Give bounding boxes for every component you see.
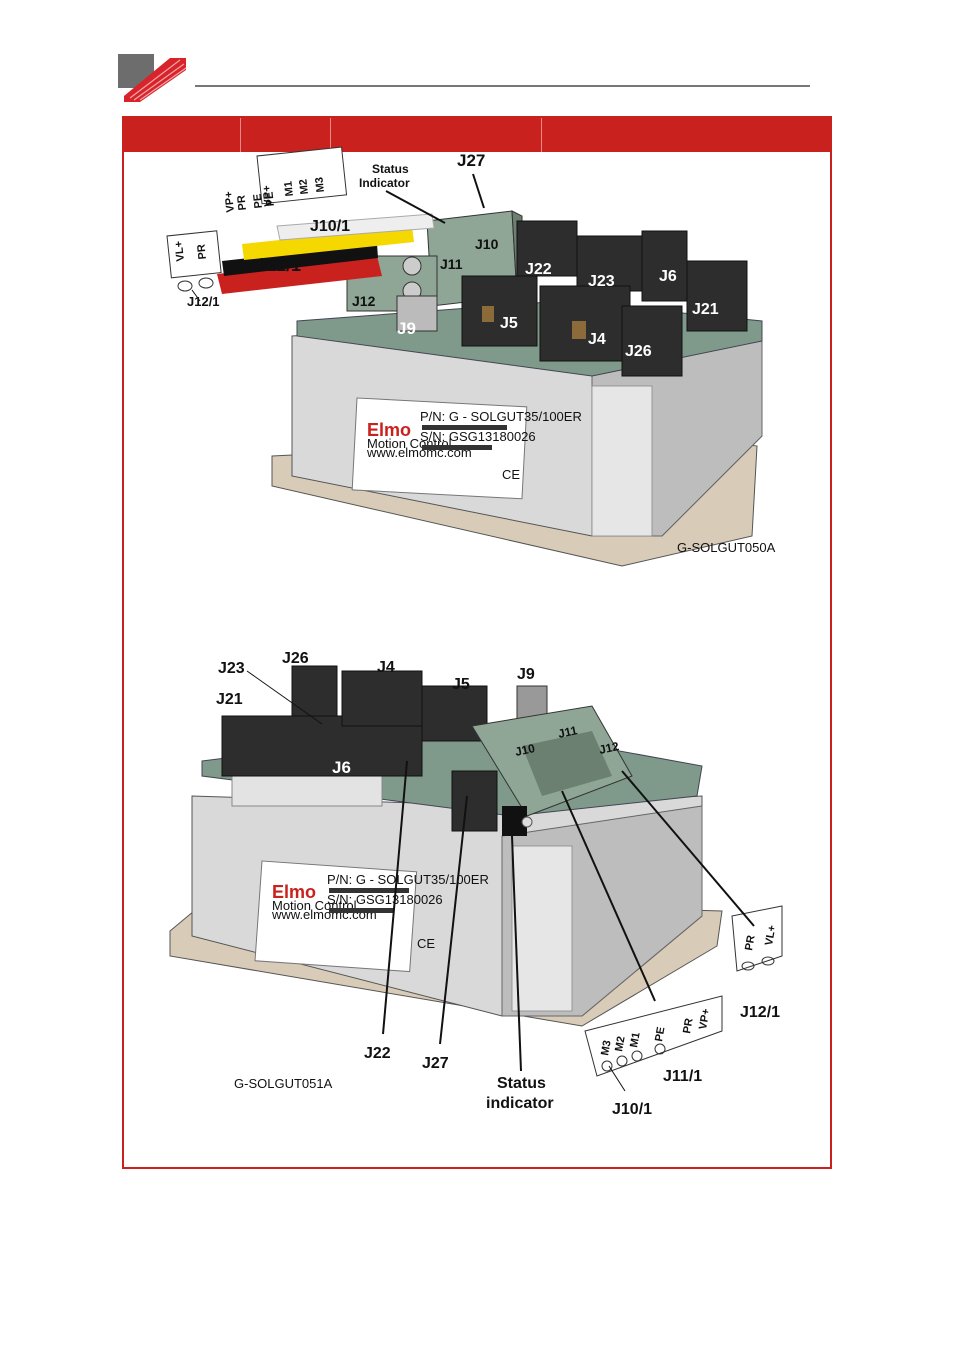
connector-label-j11: J11 (440, 256, 463, 272)
label-sn: S/N: GSG13180026 (327, 892, 443, 907)
pin-label: M2 (613, 1035, 627, 1052)
pin-label: M1 (628, 1031, 642, 1048)
connector-label-j4: J4 (588, 331, 606, 348)
pin-label: VL+ (763, 924, 778, 946)
connector-label-j5: J5 (500, 315, 518, 332)
label-brand: Elmo (367, 420, 411, 440)
connector-label-j21: J21 (692, 301, 719, 318)
connector-label-j23: J23 (588, 273, 615, 290)
connector-label-j12-1: J12/1 (740, 1004, 780, 1021)
pin-label: PR (195, 243, 209, 260)
connector-label-j12: J12 (352, 293, 376, 309)
label-brand: Elmo (272, 882, 316, 902)
pin-label: VP+ (223, 191, 237, 213)
connector-label-j6: J6 (659, 268, 677, 285)
connector-label-j6: J6 (332, 758, 351, 777)
figure-code: G-SOLGUT050A (677, 540, 776, 555)
table-header (124, 118, 830, 152)
connector-label-j4: J4 (377, 659, 395, 676)
connector-label-j12: J12 (598, 739, 621, 757)
connector-label-j9: J9 (517, 666, 535, 683)
elmo-logo-icon (118, 54, 187, 102)
figure-top: Elmo Motion Control www.elmomc.com P/N: … (166, 146, 776, 567)
connector-label-j11: J11 (557, 723, 579, 741)
connector-label-j11-1: J11/1 (257, 255, 301, 275)
pin-label: PR (743, 934, 757, 951)
connector-label-j5: J5 (452, 676, 470, 693)
pins-j11-top: VP+ (261, 185, 275, 207)
table-header-cell (124, 118, 241, 152)
connector-label-j12-1: J12/1 (187, 294, 220, 309)
connector-label-j26: J26 (625, 343, 652, 360)
connector-label-j21: J21 (216, 691, 243, 708)
connector-label-j22: J22 (364, 1045, 391, 1062)
connector-label-j27: J27 (457, 151, 485, 170)
connector-label-j26: J26 (282, 650, 309, 667)
pin-label: PE (264, 191, 277, 207)
connector-label-j23: J23 (218, 660, 245, 677)
figure-bottom: Elmo Motion Control www.elmomc.com P/N: … (169, 650, 783, 1118)
pin-label: M1 (282, 180, 296, 196)
pin-label: PR (235, 194, 249, 211)
connector-label-j11-1: J11/1 (663, 1068, 702, 1085)
connector-label-j10: J10 (475, 236, 499, 252)
status-indicator-label: Indicator (359, 176, 410, 190)
pin-label: M2 (297, 178, 311, 194)
status-indicator-label: indicator (486, 1095, 554, 1112)
connector-diagram: Elmo Motion Control www.elmomc.com P/N: … (166, 146, 783, 1118)
connector-label-j10-1: J10/1 (310, 218, 350, 235)
connector-label-j22: J22 (525, 261, 552, 278)
label-pn: P/N: G - SOLGUT35/100ER (420, 409, 582, 424)
pin-label: VP+ (697, 1008, 712, 1031)
table-header-cell (331, 118, 542, 152)
label-sn: S/N: GSG13180026 (420, 429, 536, 444)
pin-label: VP+ (261, 185, 275, 207)
label-ce: CE (417, 936, 435, 951)
pin-label: VL+ (173, 240, 187, 262)
status-indicator-label: Status (372, 162, 409, 176)
pin-label: M3 (313, 176, 327, 192)
label-ce: CE (502, 467, 520, 482)
pin-label: PR (681, 1017, 695, 1034)
pin-label: PE (653, 1026, 667, 1043)
connector-label-j10-1: J10/1 (612, 1101, 652, 1118)
status-indicator-label: Status (497, 1075, 546, 1092)
label-pn: P/N: G - SOLGUT35/100ER (327, 872, 489, 887)
pin-label: PE (252, 193, 265, 209)
header-rule (195, 85, 810, 87)
figure-code: G-SOLGUT051A (234, 1076, 333, 1091)
connector-label-j27: J27 (422, 1055, 449, 1072)
table-header-cell (241, 118, 331, 152)
connector-label-j9: J9 (397, 319, 416, 338)
pin-label: M3 (599, 1039, 613, 1056)
content-frame (122, 116, 832, 1169)
connector-label-j10: J10 (514, 741, 537, 759)
